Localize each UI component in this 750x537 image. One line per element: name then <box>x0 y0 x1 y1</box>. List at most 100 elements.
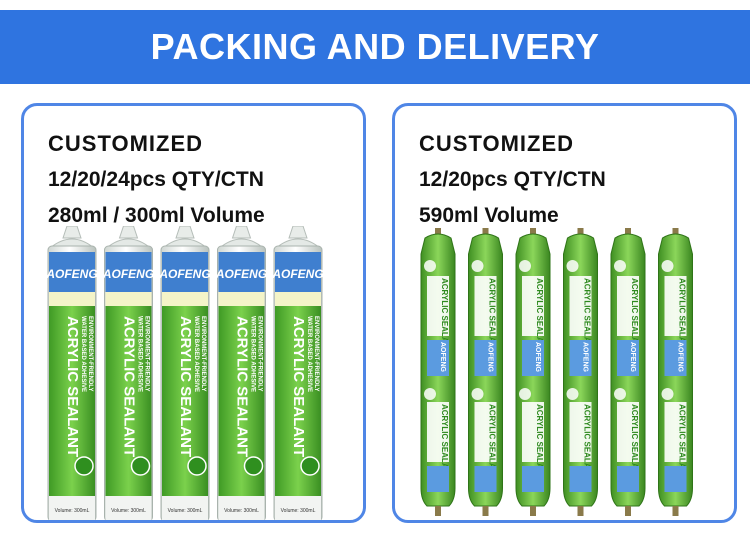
tube-brand-band <box>218 252 265 292</box>
leaf-icon <box>566 260 579 272</box>
tube-product-name: ACRYLIC SEALANT <box>177 316 194 457</box>
tube-strip <box>275 292 321 306</box>
tube-desc-1: WATER BASED ADHESIVE <box>80 316 86 392</box>
sausage-print-panel <box>522 276 544 336</box>
volume-spec: 590ml Volume <box>419 204 559 227</box>
sausage-clip-top <box>577 228 584 238</box>
leaf-icon <box>471 260 484 272</box>
tube-desc-1: WATER BASED ADHESIVE <box>250 316 256 392</box>
leaf-icon <box>614 260 626 272</box>
tube-desc-2: ENVIRONMENT-FRIENDLY <box>144 316 150 391</box>
sausage-product-name: ACRYLIC SEALANT <box>535 404 544 479</box>
tube-volume: Volume: 300mL <box>281 508 316 514</box>
tube-brand-text: AOFENG <box>102 267 154 281</box>
tube-volume: Volume: 300mL <box>224 508 259 514</box>
sausage-clip-bottom <box>625 506 631 516</box>
tube-desc-2: ENVIRONMENT-FRIENDLY <box>257 316 263 391</box>
cartridge-packing-panel: CUSTOMIZED 12/20/24pcs QTY/CTN 280ml / 3… <box>21 103 366 523</box>
tube-product-name: ACRYLIC SEALANT <box>121 316 138 457</box>
sausage-product-name: ACRYLIC SEALANT <box>678 404 687 479</box>
tube-strip <box>49 292 95 306</box>
leaf-icon <box>424 388 436 400</box>
sausage-brand-band <box>569 340 592 376</box>
sausage-product-name: ACRYLIC SEALANT <box>678 278 687 353</box>
tube-bottom <box>49 496 95 520</box>
sausage-clip-top <box>530 228 536 238</box>
sausage-print-panel <box>474 402 497 462</box>
sausage-print-panel <box>569 402 592 462</box>
sausage-product-name: ACRYLIC SEALANT <box>488 278 497 353</box>
leaf-icon <box>187 456 207 476</box>
tube-volume: Volume: 300mL <box>168 508 203 514</box>
sausage-brand-band <box>664 466 687 492</box>
sausage-clip-bottom <box>482 506 489 516</box>
sausage-clip-top <box>482 228 489 238</box>
sausage-brand-text: AOFENG <box>439 342 446 373</box>
sausage-print-panel <box>569 276 592 336</box>
leaf-icon <box>519 388 531 400</box>
sausage-print-panel <box>522 402 544 462</box>
quantity-per-carton: 12/20/24pcs QTY/CTN <box>48 168 264 191</box>
volume-spec: 280ml / 300ml Volume <box>48 204 265 227</box>
sausage-product-name: ACRYLIC SEALANT <box>440 278 449 353</box>
sausage-brand-text: AOFENG <box>677 342 684 373</box>
sausage-print-panel <box>617 276 639 336</box>
sausage-product-name: ACRYLIC SEALANT <box>440 404 449 479</box>
tube-strip <box>105 292 152 306</box>
sausage-print-panel <box>617 402 639 462</box>
sausage-brand-band <box>474 340 497 376</box>
sausage-brand-text: AOFENG <box>534 342 541 373</box>
tube-desc-2: ENVIRONMENT-FRIENDLY <box>200 316 206 391</box>
tube-desc-2: ENVIRONMENT-FRIENDLY <box>313 316 319 391</box>
sausage-print-panel <box>664 276 687 336</box>
leaf-icon <box>471 388 484 400</box>
sausage-brand-band <box>522 340 544 376</box>
tube-brand-band <box>162 252 208 292</box>
sausage-brand-band <box>427 466 449 492</box>
tube-product-name: ACRYLIC SEALANT <box>290 316 307 457</box>
tube-desc-1: WATER BASED ADHESIVE <box>306 316 312 392</box>
cartridge-specs: CUSTOMIZED 12/20/24pcs QTY/CTN 280ml / 3… <box>48 126 265 234</box>
sausage-brand-text: AOFENG <box>582 342 589 373</box>
sausage-print-panel <box>427 402 449 462</box>
leaf-icon <box>74 456 94 476</box>
tube-bottom <box>162 496 208 520</box>
tube-desc-2: ENVIRONMENT-FRIENDLY <box>87 316 93 391</box>
sausage-clip-bottom <box>435 506 441 516</box>
tube-nozzle <box>175 226 195 239</box>
leaf-icon <box>243 456 264 476</box>
sausage-brand-band <box>664 340 687 376</box>
sausage-product-name: ACRYLIC SEALANT <box>583 278 592 353</box>
sausage-brand-band <box>427 340 449 376</box>
sausage-clip-bottom <box>530 506 536 516</box>
tube-nozzle <box>118 226 139 239</box>
leaf-icon <box>661 260 674 272</box>
sausage-product-name: ACRYLIC SEALANT <box>583 404 592 479</box>
sausage-brand-band <box>617 466 639 492</box>
title-banner: PACKING AND DELIVERY <box>0 10 750 84</box>
sausage-print-panel <box>427 276 449 336</box>
tube-bottom <box>218 496 265 520</box>
sausage-packing-panel: CUSTOMIZED 12/20pcs QTY/CTN 590ml Volume… <box>392 103 737 523</box>
tube-volume: Volume: 300mL <box>111 508 146 514</box>
tube-product-name: ACRYLIC SEALANT <box>234 316 251 457</box>
sausage-clip-bottom <box>577 506 584 516</box>
sausage-product-name: ACRYLIC SEALANT <box>535 278 544 353</box>
sausage-product-name: ACRYLIC SEALANT <box>488 404 497 479</box>
sausage-clip-top <box>625 228 631 238</box>
tube-product-name: ACRYLIC SEALANT <box>64 316 81 457</box>
quantity-per-carton: 12/20pcs QTY/CTN <box>419 168 606 191</box>
sausage-brand-band <box>569 466 592 492</box>
sausage-clip-bottom <box>672 506 679 516</box>
customized-label: CUSTOMIZED <box>419 131 575 156</box>
